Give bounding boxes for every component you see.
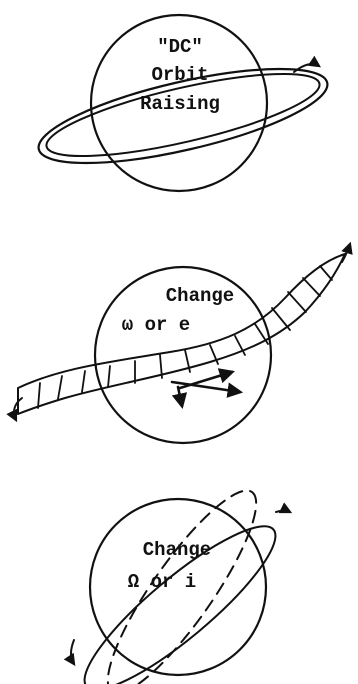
label-line: "DC"	[157, 36, 203, 58]
label-line: Raising	[140, 93, 220, 115]
label-line: Change	[166, 285, 234, 307]
panel-change-omega-e: Change ω or e	[14, 244, 350, 443]
panel-dc-orbit-raising: "DC" Orbit Raising	[31, 15, 335, 191]
orbit-direction-arrow-top	[276, 511, 290, 513]
thrust-vectors	[172, 372, 240, 406]
label-line: Ω or i	[128, 571, 196, 593]
label-line: ω or e	[122, 314, 190, 336]
panel-change-node-i: Change Ω or i	[67, 475, 292, 684]
label-line: Change	[143, 539, 211, 561]
label-line: Orbit	[151, 64, 208, 86]
ribbon-end-arrow-right	[342, 244, 350, 262]
orbit-direction-arrow-bottom	[71, 640, 74, 664]
original-orbit-ellipse	[67, 507, 292, 684]
